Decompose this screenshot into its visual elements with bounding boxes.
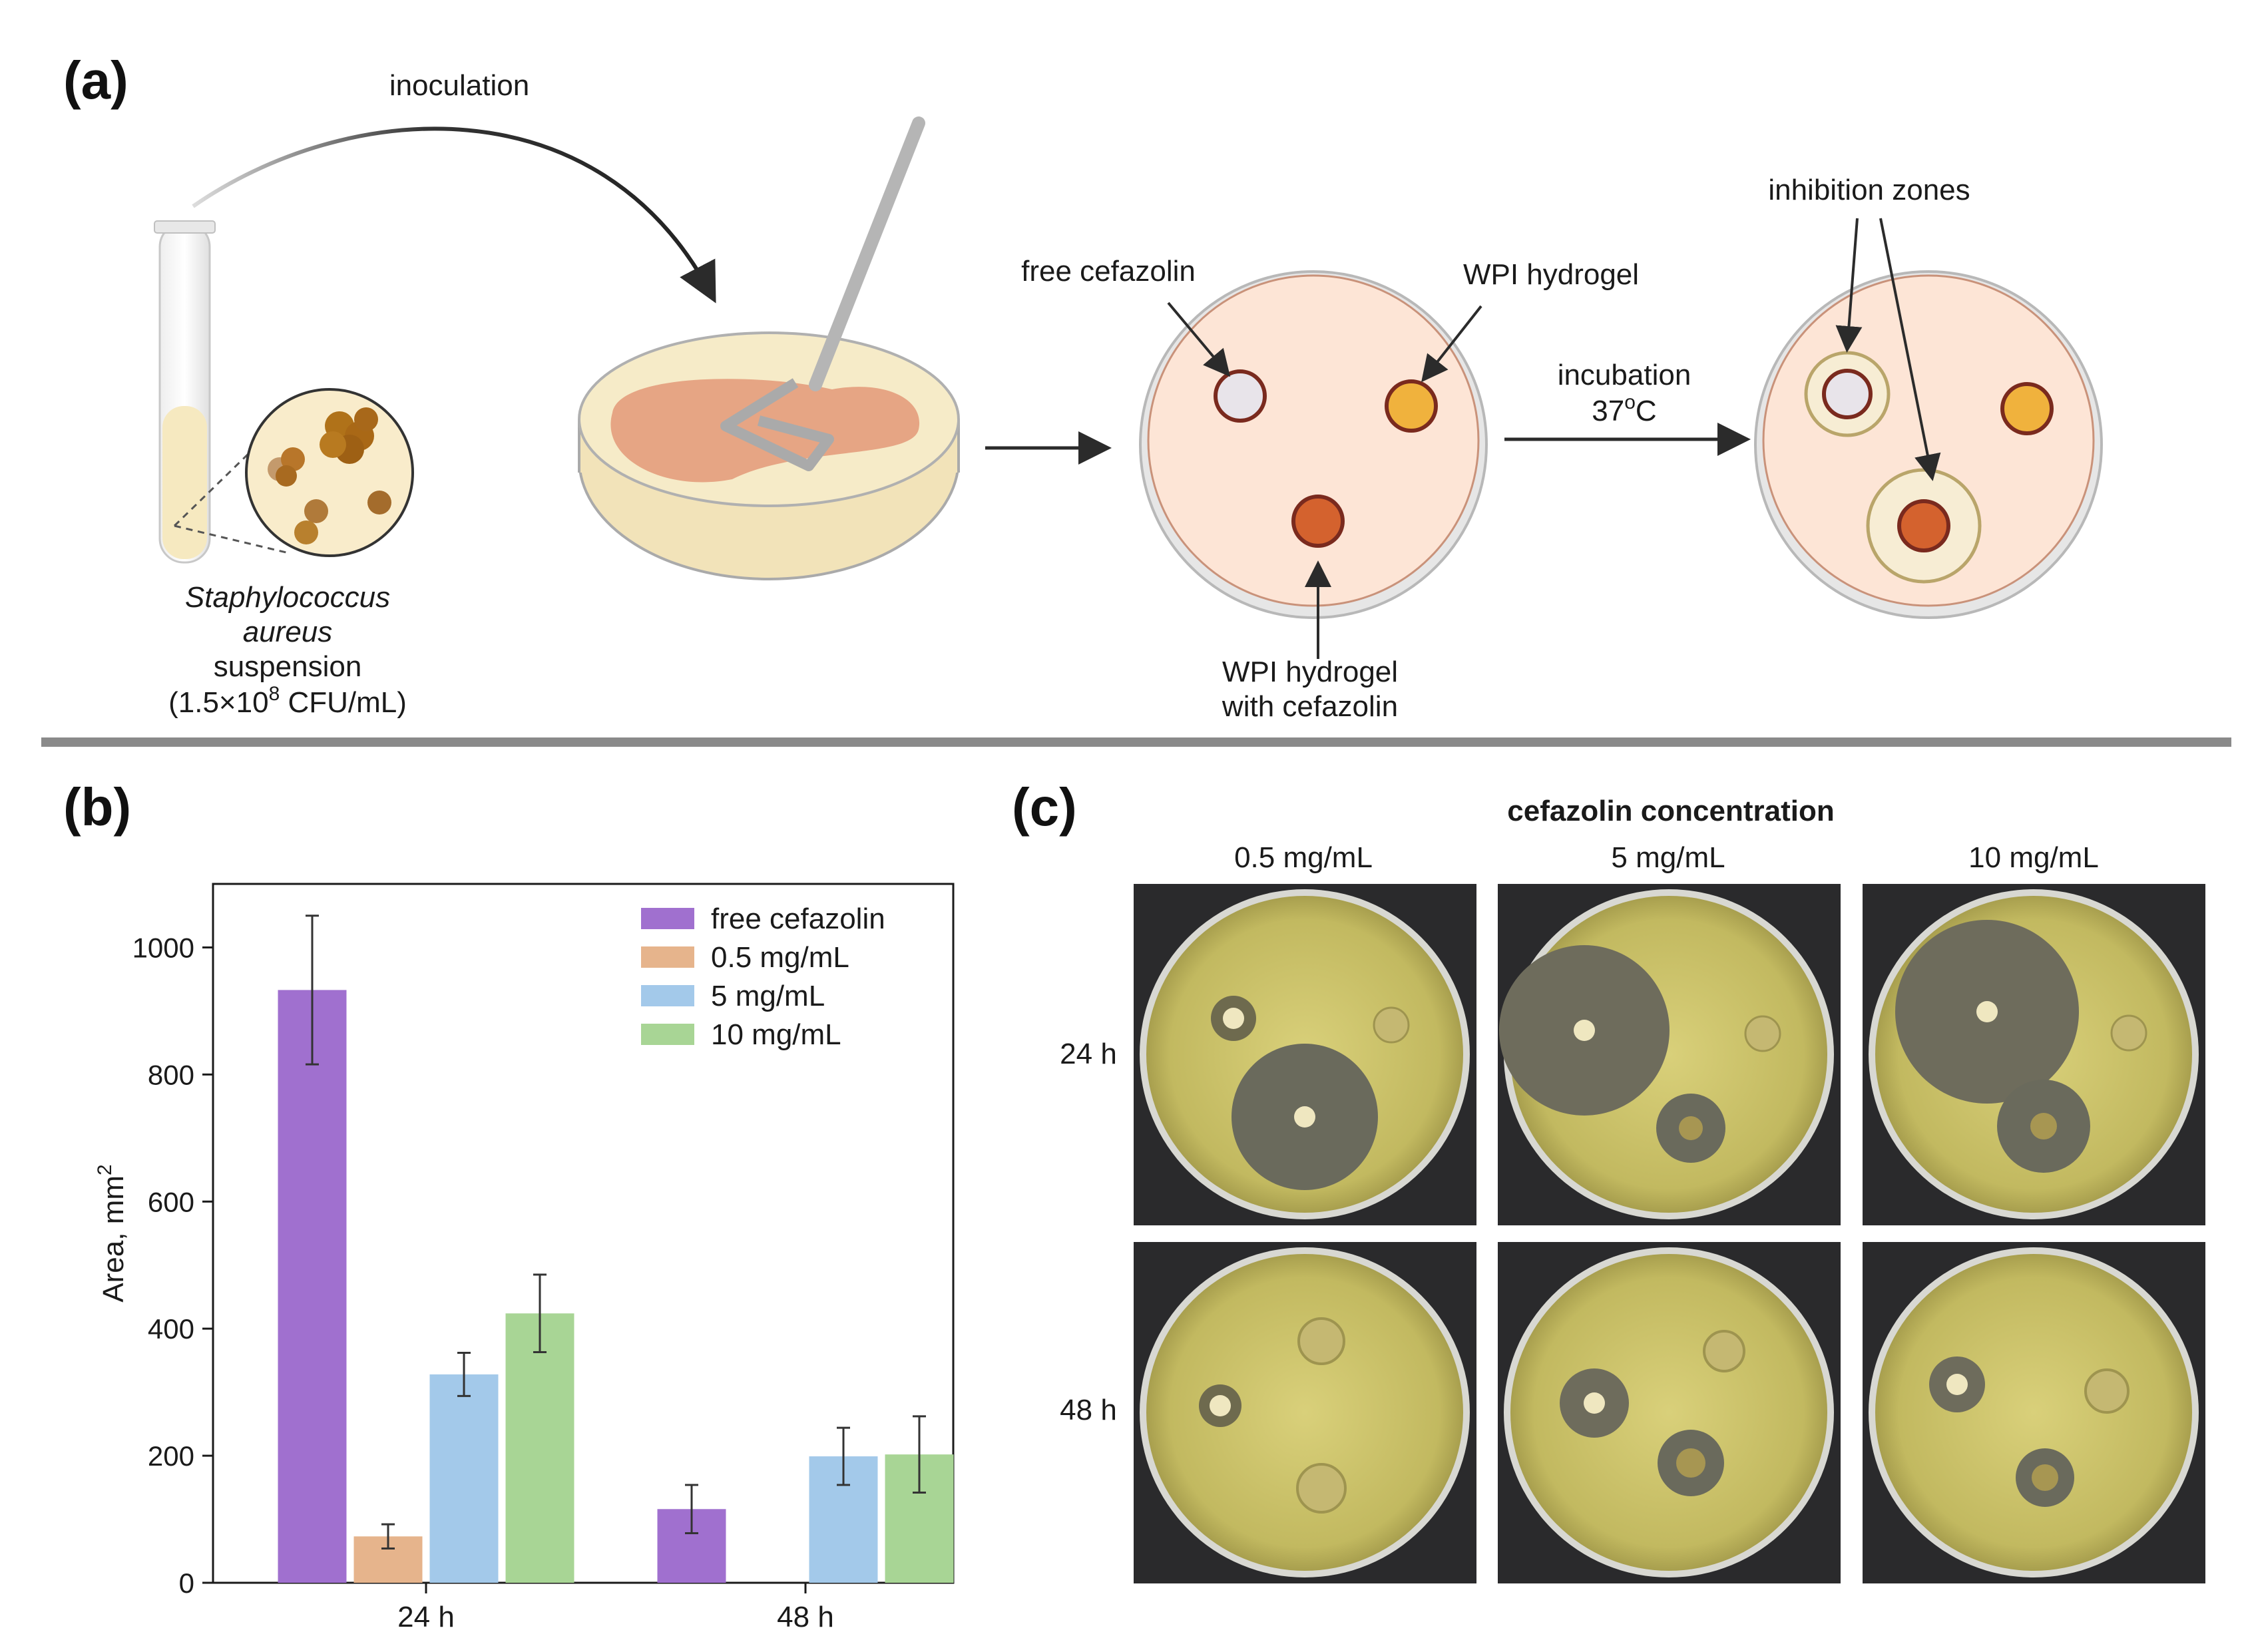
inhibition-zones-label: inhibition zones [1768, 174, 1970, 206]
hydrogel-cefazolin-disc [1291, 495, 1345, 548]
legend-swatch [641, 1024, 694, 1045]
wpi-cefazolin-label-line1: WPI hydrogel [1222, 656, 1398, 688]
column-label-10: 10 mg/mL [1968, 841, 2099, 874]
legend-swatch [641, 908, 694, 929]
panel-a-letter: (a) [63, 51, 128, 110]
agar-plate-discs-icon [1139, 270, 1488, 619]
column-label-5: 5 mg/mL [1611, 841, 1725, 874]
wpi-hydrogel-label: WPI hydrogel [1463, 258, 1639, 291]
x-tick-label: 24 h [397, 1601, 455, 1633]
temperature-label: 37oC [1592, 391, 1656, 427]
inoculation-arrow [192, 126, 716, 304]
bar [505, 1313, 574, 1583]
row-label-24h: 24 h [1060, 1038, 1117, 1070]
column-label-0-5: 0.5 mg/mL [1234, 841, 1373, 874]
free-cefazolin-label: free cefazolin [1021, 255, 1196, 288]
panel-divider [41, 737, 2231, 747]
inoculation-label: inoculation [389, 69, 529, 102]
organism-name-line2: aureus [243, 616, 333, 648]
inhibition-arrow-2 [1879, 218, 1941, 481]
inhibition-arrow-1 [1835, 218, 1863, 353]
bar [429, 1374, 499, 1583]
free-cefazolin-disc [1214, 369, 1267, 423]
x-tick-label: 48 h [777, 1601, 834, 1633]
bacteria-magnified-icon [173, 388, 414, 557]
free-cefazolin-arrow [1167, 302, 1231, 377]
y-axis-label: Area, mm2 [94, 1164, 130, 1302]
plate-photo-5-48h [1498, 1242, 1841, 1583]
bar [278, 990, 347, 1583]
concentration-label: (1.5×108 CFU/mL) [168, 683, 407, 719]
plot-frame [212, 883, 955, 1584]
panel-b-letter: (b) [63, 777, 131, 837]
panel-a: (a) inoculation Staphylococcus aureus su… [63, 51, 2103, 723]
wpi-cefazolin-label-line2: with cefazolin [1222, 690, 1398, 723]
y-tick-label: 200 [148, 1440, 194, 1472]
plate-photo-0-5-24h [1134, 884, 1476, 1225]
incubation-label: incubation [1558, 359, 1691, 391]
legend-label: 5 mg/mL [711, 980, 825, 1012]
organism-name-line1: Staphylococcus [185, 581, 390, 614]
plate-photo-10-24h [1863, 884, 2205, 1225]
wpi-hydrogel-arrow [1421, 305, 1482, 383]
y-tick-label: 800 [148, 1059, 194, 1090]
legend-swatch [641, 985, 694, 1006]
panel-c-letter: (c) [1012, 777, 1077, 837]
legend-swatch [641, 946, 694, 968]
y-tick-label: 1000 [132, 932, 194, 963]
y-tick-label: 600 [148, 1186, 194, 1217]
legend-label: free cefazolin [711, 903, 885, 935]
plate-photo-10-48h [1863, 1242, 2205, 1583]
y-tick-label: 400 [148, 1313, 194, 1344]
row-label-48h: 48 h [1060, 1394, 1117, 1426]
plate-photo-0-5-48h [1134, 1242, 1476, 1583]
test-tube-icon [154, 220, 216, 564]
cefazolin-concentration-title: cefazolin concentration [1507, 795, 1834, 827]
petri-dish-inoculation-icon [578, 116, 960, 580]
panel-c: (c) cefazolin concentration 0.5 mg/mL 5 … [1012, 777, 2205, 1583]
suspension-label: suspension [214, 650, 362, 683]
y-tick-label: 0 [179, 1567, 194, 1599]
legend-label: 0.5 mg/mL [711, 941, 849, 974]
plate-photo-5-24h [1498, 884, 1841, 1225]
hydrogel-disc [1385, 379, 1438, 433]
legend-label: 10 mg/mL [711, 1018, 841, 1051]
agar-plate-zones-icon [1754, 270, 2103, 619]
